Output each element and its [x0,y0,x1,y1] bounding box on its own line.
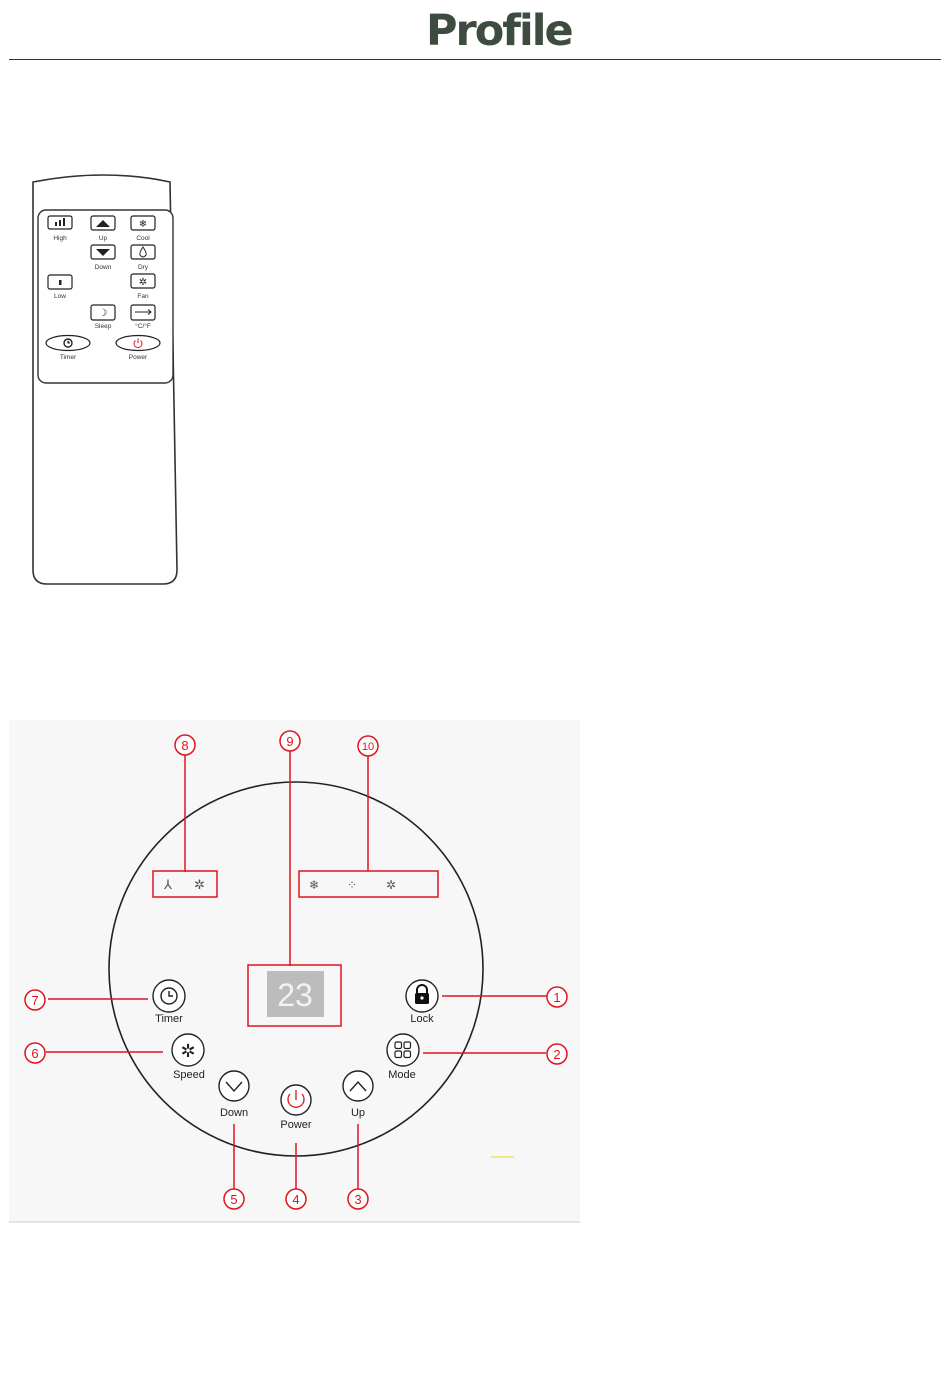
speed-button[interactable]: ✲ Speed [172,1034,205,1081]
callout-2: 2 [553,1047,560,1062]
callout-5: 5 [230,1192,237,1207]
low-speed-fan-icon: ✲ [194,877,205,892]
callout-1: 1 [553,990,560,1005]
lock-button[interactable]: Lock [406,980,438,1025]
callout-4: 4 [292,1192,299,1207]
callout-9: 9 [286,734,293,749]
high-speed-icon: ⅄ [163,877,172,892]
mode-label: Mode [388,1069,416,1081]
fan-icon: ✲ [180,1041,195,1061]
callout-10: 10 [362,741,374,753]
callout-6: 6 [31,1046,38,1061]
timer-button[interactable]: Timer [153,980,185,1025]
callout-8: 8 [181,738,188,753]
up-button[interactable]: Up [343,1071,373,1119]
callout-7: 7 [31,993,38,1008]
dry-mode-icon: ⁘ [347,878,357,892]
mode-indicators [299,871,438,897]
power-button[interactable]: Power [280,1085,312,1131]
display-value: 23 [277,977,313,1013]
down-button[interactable]: Down [219,1071,249,1119]
up-label: Up [351,1107,365,1119]
fan-mode-icon: ✲ [386,878,396,892]
timer-label: Timer [155,1013,183,1025]
fan-speed-indicators [153,871,217,897]
mode-button[interactable]: Mode [387,1034,419,1081]
speed-label: Speed [173,1069,205,1081]
down-label: Down [220,1107,248,1119]
callout-3: 3 [354,1192,361,1207]
cool-mode-icon: ❄ [309,878,319,892]
lock-label: Lock [410,1013,434,1025]
power-label: Power [280,1119,312,1131]
